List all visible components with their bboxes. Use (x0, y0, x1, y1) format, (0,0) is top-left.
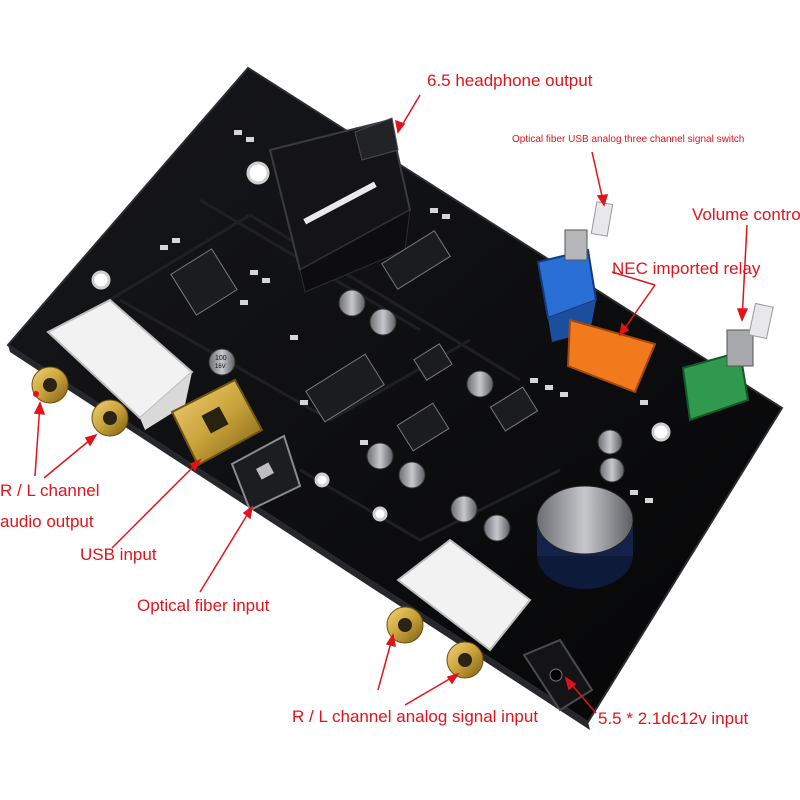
callout-optical-input: Optical fiber input (137, 596, 270, 615)
mounting-holes (91, 161, 671, 522)
smd-parts (160, 130, 653, 503)
volume-pot (681, 302, 774, 422)
callout-dc-input: 5.5 * 2.1dc12v input (598, 709, 749, 728)
relay (566, 318, 657, 394)
headphone-jack (268, 117, 412, 293)
large-capacitor (536, 485, 634, 589)
optical-connector (230, 434, 302, 512)
dc-jack (522, 638, 594, 712)
rca-output-block (31, 298, 194, 437)
callout-volume-control: Volume control (692, 205, 800, 224)
small-capacitors (208, 289, 625, 542)
cap-marking-sub: 16V (215, 364, 226, 370)
callout-relay: NEC imported relay (612, 259, 761, 278)
callout-usb-input: USB input (80, 545, 157, 564)
callout-headphone-output: 6.5 headphone output (427, 71, 593, 90)
callout-arrows (33, 94, 749, 714)
callout-rl-channel-line1: R / L channel (0, 481, 100, 500)
chips (170, 230, 539, 452)
callout-analog-input: R / L channel analog signal input (292, 707, 539, 726)
callout-signal-switch: Optical fiber USB analog three channel s… (512, 134, 745, 145)
usb-connector (170, 378, 264, 467)
rca-input-block (386, 538, 532, 679)
cap-marking: 100 (215, 355, 227, 362)
pcb-edge (8, 345, 590, 730)
callout-rl-channel-line2: audio output (0, 512, 94, 531)
